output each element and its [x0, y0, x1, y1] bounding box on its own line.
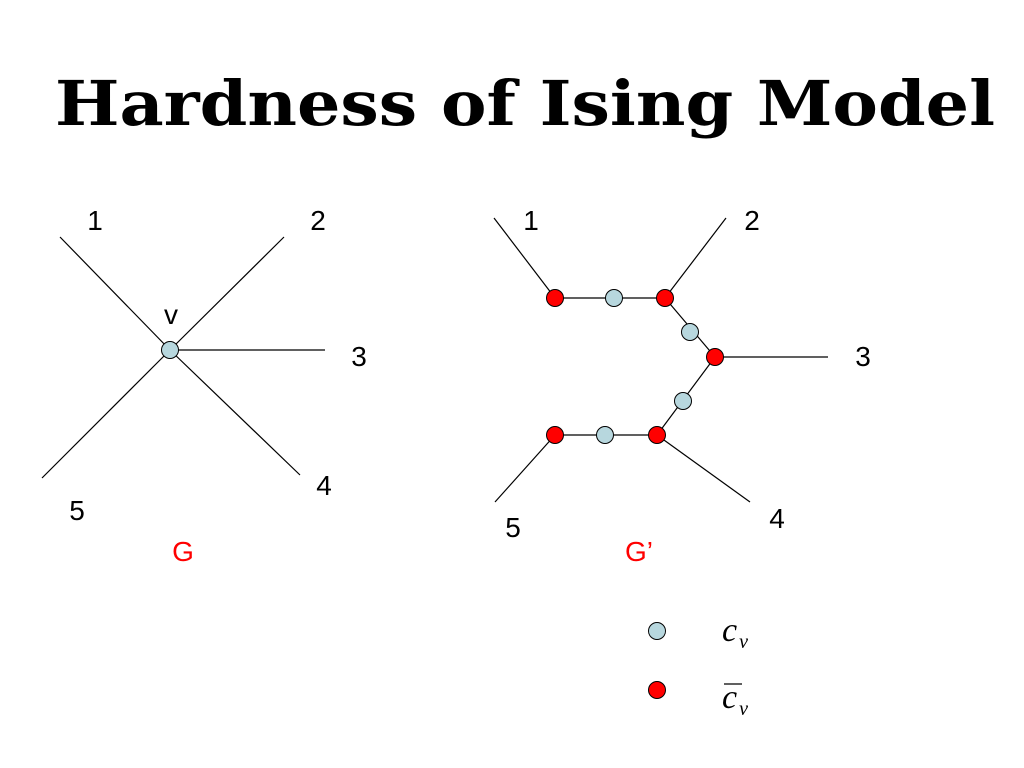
G-endpoint-label-1: 1 [87, 205, 103, 236]
legend-cv-bar-symbol: c [722, 679, 737, 716]
legend-cv-bar-swatch [648, 681, 666, 699]
edge-Gp-4 [656, 434, 751, 503]
G-endpoint-label-4: 4 [316, 470, 332, 501]
edge-G-4 [169, 349, 301, 476]
cv-node [674, 392, 692, 410]
G-endpoint-label-3: 3 [351, 341, 367, 372]
edge-Gp-1 [493, 217, 556, 299]
legend-cv-subscript: v [739, 631, 748, 653]
cv-node [605, 289, 623, 307]
Gp-endpoint-label-2: 2 [744, 205, 760, 236]
node-v-label: v [164, 299, 178, 330]
graph-G-prime: 1 2 3 4 5 G’ [493, 205, 871, 567]
Gp-endpoint-label-3: 3 [855, 341, 871, 372]
cv-bar-node [546, 289, 564, 307]
slide-title: Hardness of Ising Model [55, 67, 995, 140]
cv-bar-node [648, 426, 666, 444]
graph-G-name: G [172, 536, 194, 567]
cv-node [681, 323, 699, 341]
Gp-endpoint-label-4: 4 [769, 503, 785, 534]
edge-G-1 [59, 236, 171, 351]
node-v [161, 341, 179, 359]
edge-Gp-2 [664, 217, 727, 299]
cv-bar-node [706, 348, 724, 366]
graph-G-prime-name: G’ [625, 536, 653, 567]
Gp-endpoint-label-1: 1 [523, 205, 539, 236]
edge-G-5 [41, 349, 171, 479]
legend-cv-bar-subscript: v [739, 698, 748, 720]
cv-bar-node [656, 289, 674, 307]
G-endpoint-label-2: 2 [310, 205, 326, 236]
G-endpoint-label-5: 5 [69, 495, 85, 526]
graph-G: v 1 2 3 4 5 G [41, 205, 367, 567]
legend-cv-symbol: c [722, 612, 737, 649]
legend-cv-swatch [648, 622, 666, 640]
edge-G-2 [169, 236, 285, 351]
cv-bar-node [546, 426, 564, 444]
Gp-endpoint-label-5: 5 [505, 512, 521, 543]
cv-node [596, 426, 614, 444]
edge-Gp-5 [494, 434, 556, 503]
